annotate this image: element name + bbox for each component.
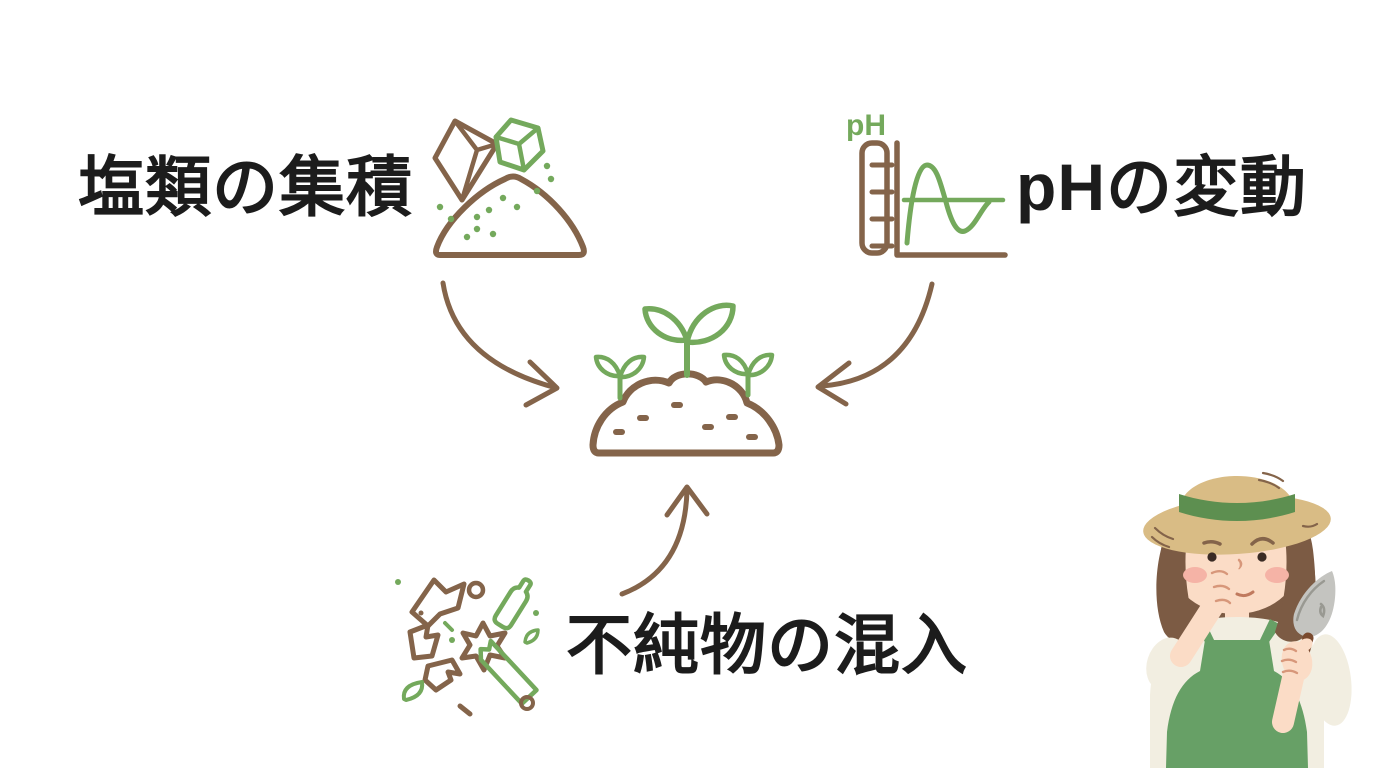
- hair-lock-left: [1156, 532, 1197, 642]
- trowel-blade: [1293, 571, 1336, 637]
- eyebrows: [1202, 537, 1275, 546]
- sprout-left: [593, 354, 647, 401]
- sleeve-right: [1308, 634, 1352, 726]
- forearm-left: [1170, 589, 1228, 667]
- gardener-woman-pinching-nose-holding-trowel: [1143, 471, 1352, 768]
- soil-dots: [613, 402, 758, 440]
- salt-mound-outline: [433, 173, 587, 258]
- fist-finger-lines: [1280, 647, 1299, 675]
- debris-specks: [395, 579, 539, 717]
- soil-with-sprouts-icon: [589, 302, 783, 457]
- trowel-blade-edge: [1295, 579, 1326, 622]
- eye-right: [1257, 552, 1267, 562]
- trowel-hook-mark: [1319, 602, 1326, 619]
- eye-left: [1207, 552, 1217, 562]
- debris-leaf-1: [401, 680, 425, 702]
- scattered-debris-icon: [395, 577, 540, 717]
- sine-wave: [904, 162, 992, 246]
- arrow-ph-to-soil: [819, 281, 935, 389]
- salt-grains-dots: [436, 162, 555, 241]
- ph-test-strip: [859, 140, 890, 256]
- thumb: [1297, 638, 1313, 652]
- blush-left: [1183, 567, 1207, 583]
- debris-shard-3: [422, 657, 463, 693]
- salt-pile-with-crystals-icon: [432, 117, 587, 258]
- label-impurity-contamination: 不純物の混入: [566, 608, 968, 682]
- debris-ring-2: [519, 695, 535, 711]
- hat-band: [1179, 494, 1295, 521]
- nose-line: [1237, 558, 1243, 570]
- graph-axis: [894, 140, 1008, 258]
- arrow-salt-to-soil: [440, 280, 556, 390]
- forearm-right: [1272, 667, 1304, 733]
- arrow-impurities-to-soil: [619, 487, 690, 597]
- apron-strap-right: [1259, 619, 1281, 642]
- salt-cube-icon: [493, 117, 546, 173]
- sprout-center: [642, 302, 736, 378]
- mouth: [1235, 590, 1255, 598]
- crystal-icon: [432, 118, 500, 203]
- debris-shard-2: [407, 622, 441, 661]
- blush-right: [1265, 567, 1289, 583]
- debris-bottle-icon: [492, 577, 533, 631]
- hat-texture-lines: [1150, 471, 1319, 549]
- ph-strip-ticks: [869, 162, 895, 249]
- apron: [1166, 640, 1308, 768]
- arrow-salt-head: [523, 359, 560, 408]
- debris-star-shard: [459, 620, 508, 673]
- arrow-impurities-head: [664, 484, 710, 518]
- label-ph-fluctuation: pHの変動: [1016, 150, 1307, 224]
- pinching-fingertip: [1224, 557, 1240, 571]
- pinching-finger-lines: [1210, 570, 1232, 605]
- debris-ring-1: [466, 580, 486, 600]
- sprout-right: [721, 352, 775, 398]
- ph-axis-label: pH: [846, 109, 886, 142]
- arrow-ph-head: [815, 360, 852, 407]
- ph-fluctuation-graph-icon: pH: [846, 109, 1008, 258]
- label-salt-accumulation: 塩類の集積: [78, 150, 413, 224]
- debris-leaf-2: [523, 628, 540, 645]
